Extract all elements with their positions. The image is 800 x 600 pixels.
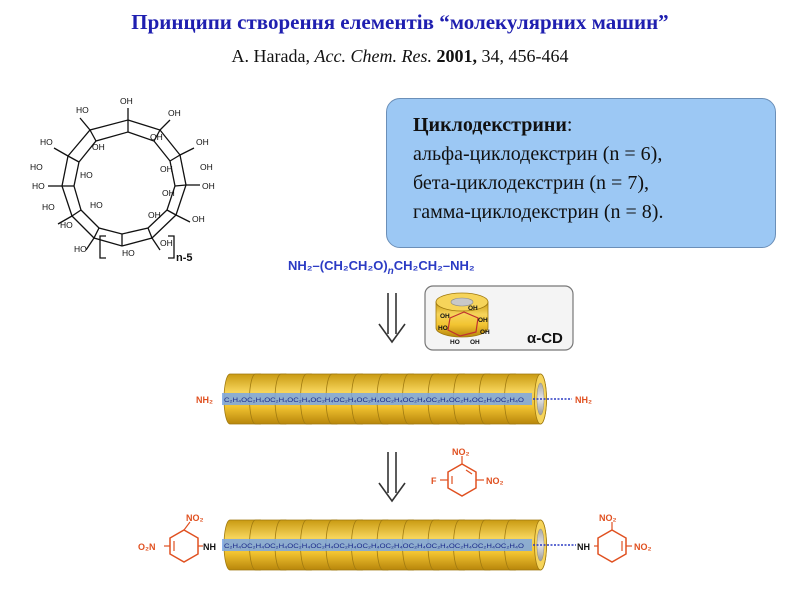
cd-group-2: OH (168, 108, 181, 118)
citation: A. Harada, Acc. Chem. Res. 2001, 34, 456… (0, 46, 800, 67)
citation-year: 2001, (436, 46, 477, 66)
info-item-beta: бета-циклодекстрин (n = 7), (413, 172, 649, 194)
alpha-cd-group-3: OH (480, 329, 490, 336)
alpha-cd-label: α-CD (527, 330, 563, 347)
rotaxane-2-left-no2: NO₂ (186, 513, 204, 523)
cd-group-6: OH (92, 142, 105, 152)
peg-formula: NH₂–(CH₂CH₂O)nCH₂CH₂–NH₂ (288, 258, 475, 277)
cd-group-15: OH (192, 214, 205, 224)
dnfb-reagent: NO₂ F NO₂ (431, 447, 504, 497)
reaction-arrow-down-2 (378, 452, 406, 503)
dnfb-no2-right: NO₂ (486, 476, 504, 486)
cd-group-12: HO (80, 170, 93, 180)
rotaxane-2-left-nh: NH (203, 542, 216, 552)
cd-group-18: HO (60, 220, 73, 230)
alpha-cd-group-1: OH (440, 313, 450, 320)
rotaxane-1-axle (222, 393, 532, 405)
page-title: Принципи створення елементів “молекулярн… (131, 10, 669, 34)
info-heading: Циклодекстрини (413, 114, 567, 136)
cd-group-7: OH (200, 162, 213, 172)
info-item-alpha: альфа-циклодекстрин (n = 6), (413, 143, 663, 165)
dnfb-no2-top: NO₂ (452, 447, 470, 457)
rotaxane-2-right-no2-top: NO₂ (599, 513, 617, 523)
rotaxane-2-right-no2: NO₂ (634, 542, 652, 552)
reaction-arrow-down-1 (378, 293, 406, 344)
peg-formula-n: n (388, 266, 394, 277)
rotaxane-2-axle (222, 539, 532, 551)
cyclodextrin-group-labels: OH HO OH OH OH HO OH OH OH HO OH HO HO O… (30, 96, 215, 258)
citation-authors: A. Harada, (231, 46, 310, 66)
cd-group-5: HO (40, 137, 53, 147)
alpha-cd-group-6: OH (470, 339, 480, 346)
rotaxane-2-axle-text: C₂H₄OC₂H₄OC₂H₄OC₂H₄OC₂H₄OC₂H₄OC₂H₄OC₂H₄O… (224, 543, 524, 550)
rotaxane-2-left-o2n: O₂N (138, 542, 156, 552)
cd-group-20: HO (74, 244, 87, 254)
cd-group-10: OH (202, 181, 215, 191)
cd-group-14: HO (42, 202, 55, 212)
repeat-unit-label: n-5 (176, 252, 193, 264)
cd-group-13: OH (162, 188, 175, 198)
cd-group-11: HO (32, 181, 45, 191)
rotaxane-1-left-end: NH₂ (196, 395, 213, 405)
cd-group-3: OH (196, 137, 209, 147)
cd-group-21: HO (122, 248, 135, 258)
rotaxane-1-right-end: NH₂ (575, 395, 592, 405)
dnfb-fluorine: F (431, 476, 437, 486)
peg-formula-prefix: NH₂–(CH₂CH₂O) (288, 258, 388, 273)
rotaxane-1: C₂H₄OC₂H₄OC₂H₄OC₂H₄OC₂H₄OC₂H₄OC₂H₄OC₂H₄O… (196, 373, 592, 425)
cd-group-9: HO (30, 162, 43, 172)
cd-group-4: OH (150, 132, 163, 142)
cyclodextrin-structure (48, 108, 200, 259)
alpha-cd-group-2: OH (478, 317, 488, 324)
alpha-cd-group-4: HO (438, 325, 448, 332)
cd-group-8: OH (160, 164, 173, 174)
citation-journal: Acc. Chem. Res. (314, 46, 432, 66)
cd-group-1: HO (76, 105, 89, 115)
info-item-gamma: гамма-циклодекстрин (n = 8). (413, 201, 664, 223)
info-heading-colon: : (566, 114, 573, 136)
cyclodextrin-info-box: Циклодекстрини: альфа-циклодекстрин (n =… (386, 98, 776, 248)
citation-volume-pages: 34, 456-464 (481, 46, 569, 66)
alpha-cd-inset: OH OH OH OH HO HO OH α-CD (424, 285, 574, 351)
cd-group-19: OH (160, 238, 173, 248)
cd-group-16: OH (148, 210, 161, 220)
rotaxane-1-axle-text: C₂H₄OC₂H₄OC₂H₄OC₂H₄OC₂H₄OC₂H₄OC₂H₄OC₂H₄O… (224, 397, 524, 404)
cd-group-17: HO (90, 200, 103, 210)
cd-group-0: OH (120, 96, 133, 106)
rotaxane-2-right-nh: NH (577, 542, 590, 552)
alpha-cd-group-0: OH (468, 305, 478, 312)
peg-formula-suffix: CH₂CH₂–NH₂ (394, 258, 475, 273)
alpha-cd-group-5: HO (450, 339, 460, 346)
rotaxane-2: C₂H₄OC₂H₄OC₂H₄OC₂H₄OC₂H₄OC₂H₄OC₂H₄OC₂H₄O… (138, 513, 652, 571)
